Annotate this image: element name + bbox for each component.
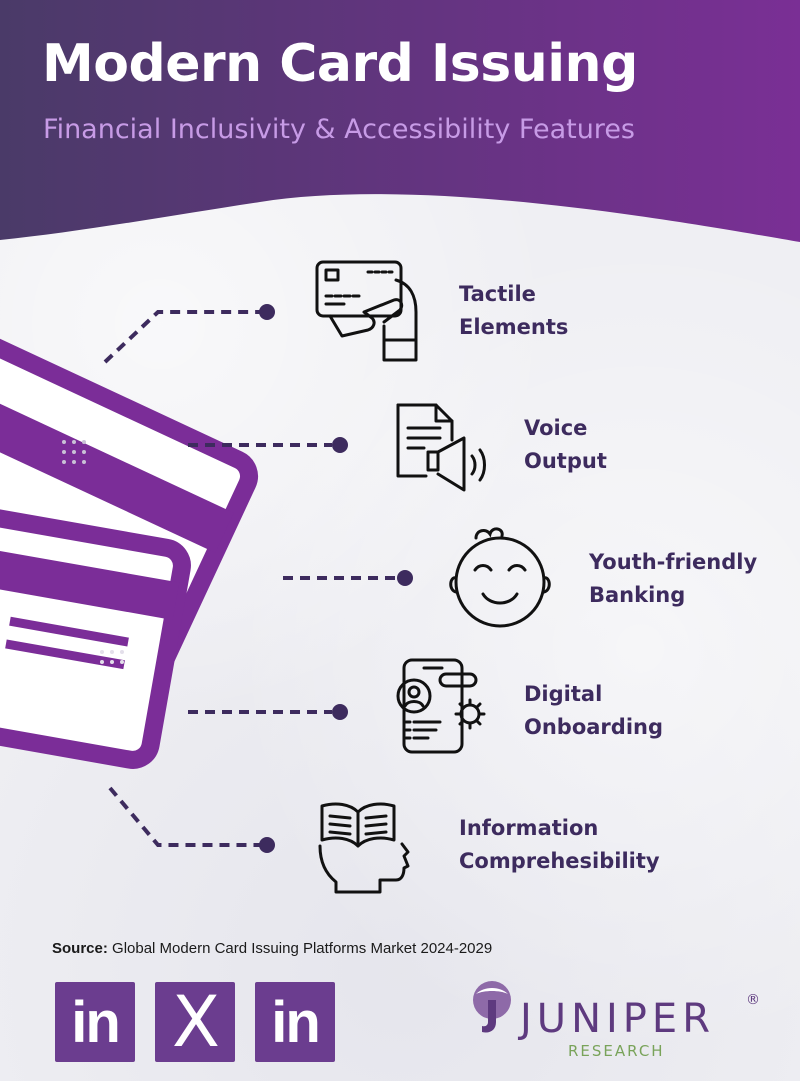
card-touch-icon: [315, 260, 418, 362]
document-speaker-icon: [396, 403, 486, 492]
page-title: Modern Card Issuing: [42, 34, 638, 94]
baby-face-icon: [449, 527, 551, 628]
feature-information-comprehesibility: Information Comprehesibility: [459, 812, 660, 878]
header-banner: [0, 0, 800, 242]
phone-profile-gear-icon: [396, 658, 486, 754]
linkedin-label: in: [71, 989, 121, 1055]
brand-name: JUNIPER: [520, 996, 715, 1042]
feature-digital-onboarding: Digital Onboarding: [524, 678, 663, 744]
linkedin-label: in: [271, 989, 321, 1055]
feature-line: Comprehesibility: [459, 849, 660, 873]
feature-line: Youth-friendly: [589, 550, 758, 574]
source-note: Source: Global Modern Card Issuing Platf…: [52, 940, 492, 957]
connector-lines: [103, 310, 398, 847]
linkedin-icon[interactable]: in: [255, 982, 335, 1062]
feature-youth-friendly-banking: Youth-friendly Banking: [589, 546, 757, 612]
brand-subtitle: RESEARCH: [568, 1042, 665, 1060]
feature-tactile-elements: Tactile Elements: [459, 278, 568, 344]
feature-line: Banking: [589, 583, 686, 607]
juniper-mark-icon: [473, 981, 511, 1033]
feature-line: Digital: [524, 682, 603, 706]
page-subtitle: Financial Inclusivity & Accessibility Fe…: [43, 114, 635, 145]
x-label: X: [172, 981, 220, 1063]
feature-line: Tactile: [459, 282, 536, 306]
feature-line: Voice: [524, 416, 588, 440]
feature-voice-output: Voice Output: [524, 412, 607, 478]
book-head-icon: [318, 802, 410, 894]
feature-line: Elements: [459, 315, 569, 339]
feature-diagram: [0, 260, 551, 894]
brand-logo: JUNIPER ® RESEARCH: [470, 976, 770, 1066]
source-text: Global Modern Card Issuing Platforms Mar…: [107, 940, 493, 957]
linkedin-icon[interactable]: in: [55, 982, 135, 1062]
feature-line: Output: [524, 449, 607, 473]
x-icon[interactable]: X: [155, 981, 235, 1063]
card-illustration: [0, 303, 259, 769]
connector-dots: [259, 304, 413, 853]
brand-registered-mark: ®: [746, 992, 760, 1008]
feature-line: Information: [459, 816, 599, 840]
source-label: Source:: [52, 940, 108, 957]
feature-line: Onboarding: [524, 715, 664, 739]
